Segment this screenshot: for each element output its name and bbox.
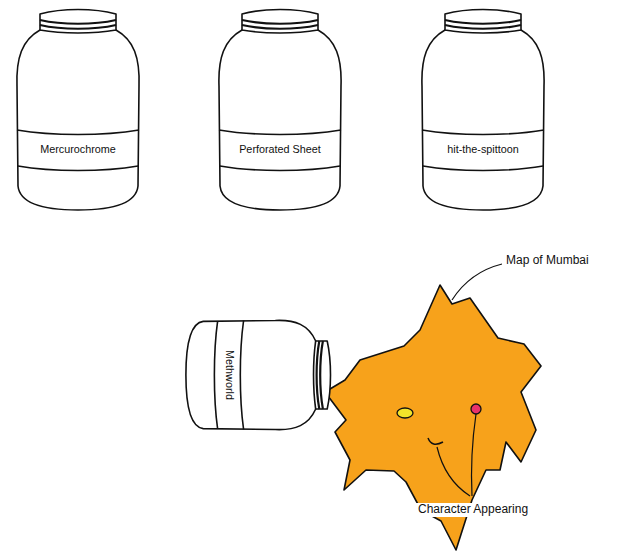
jar-label: hit-the-spittoon bbox=[417, 144, 549, 155]
jar-lid bbox=[40, 10, 116, 34]
jar-lid bbox=[314, 341, 331, 409]
jar-lid bbox=[242, 10, 318, 34]
jar-label: Methworld bbox=[224, 316, 235, 434]
label-band-edge bbox=[240, 321, 243, 430]
lid-thread bbox=[242, 25, 318, 29]
lid-thread bbox=[242, 20, 318, 24]
label-band-edge bbox=[422, 130, 544, 135]
leader-line bbox=[452, 264, 502, 300]
lid-thread bbox=[40, 25, 116, 29]
jar-body bbox=[219, 30, 341, 210]
jar-outline bbox=[417, 6, 549, 214]
callout-label: Character Appearing bbox=[416, 503, 530, 517]
yellow-eye bbox=[397, 408, 413, 418]
red-eye bbox=[471, 404, 481, 414]
jar-label: Perforated Sheet bbox=[214, 144, 346, 155]
jar-body bbox=[422, 30, 544, 210]
jar: Mercurochrome bbox=[12, 6, 144, 214]
jar-outline bbox=[183, 316, 333, 434]
jar: hit-the-spittoon bbox=[417, 6, 549, 214]
label-band-edge bbox=[17, 130, 139, 135]
jar-outline bbox=[214, 6, 346, 214]
lid-thread bbox=[320, 341, 323, 409]
lid-thread bbox=[40, 20, 116, 24]
label-band-edge bbox=[220, 166, 340, 171]
jar-outline bbox=[12, 6, 144, 214]
jar-lid bbox=[445, 10, 521, 34]
lid-thread bbox=[317, 341, 320, 409]
lid-thread bbox=[445, 20, 521, 24]
jar-body bbox=[186, 320, 316, 429]
jar-label: Mercurochrome bbox=[12, 144, 144, 155]
jar-body bbox=[17, 30, 139, 210]
mumbai-map-shape bbox=[325, 285, 541, 550]
label-band-edge bbox=[423, 166, 543, 171]
label-band-edge bbox=[214, 321, 217, 428]
jar: Perforated Sheet bbox=[214, 6, 346, 214]
label-band-edge bbox=[18, 166, 138, 171]
label-band-edge bbox=[219, 130, 341, 135]
leader-line bbox=[437, 447, 470, 496]
leader-line bbox=[472, 414, 477, 496]
smile bbox=[428, 438, 443, 444]
jar: Methworld bbox=[183, 316, 333, 434]
lid-thread bbox=[445, 25, 521, 29]
callout-label: Map of Mumbai bbox=[504, 254, 591, 268]
